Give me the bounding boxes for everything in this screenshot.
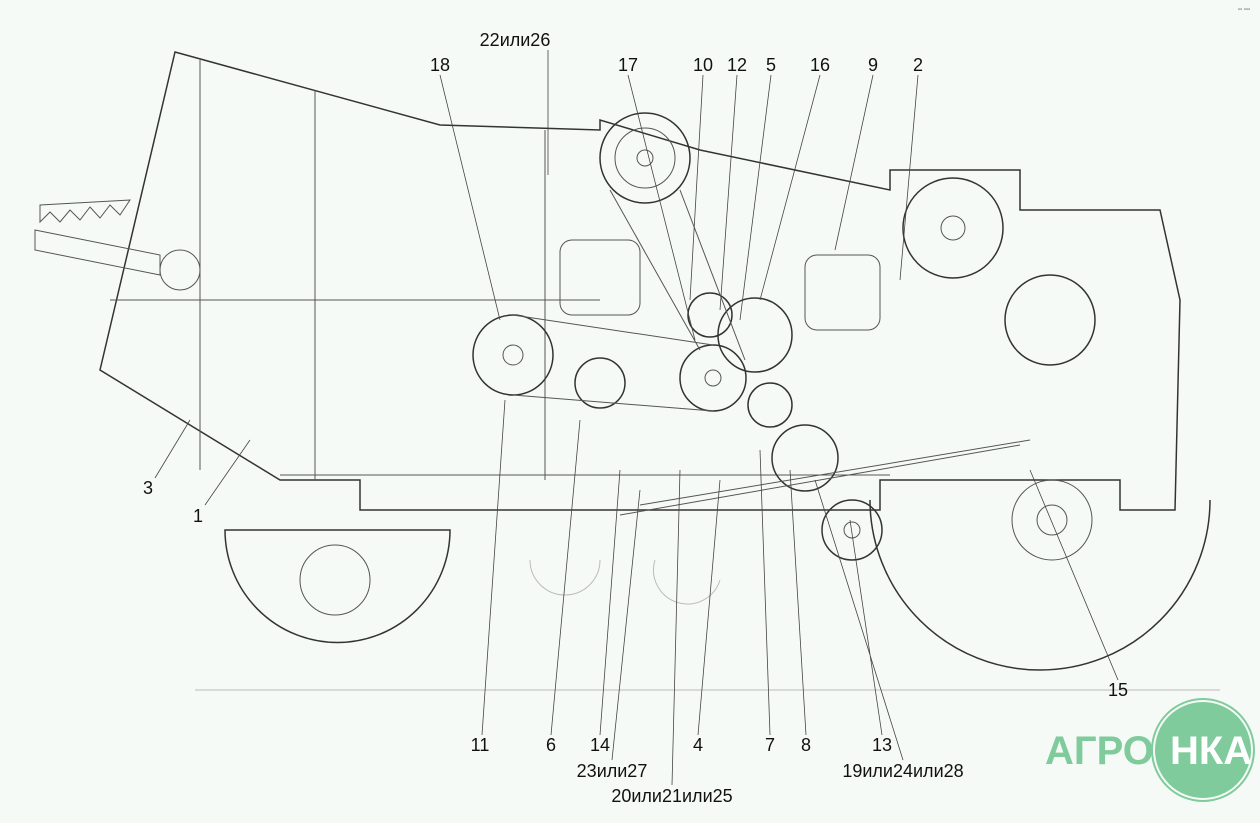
lower-rollers bbox=[529, 559, 721, 605]
pulley-5 bbox=[747, 382, 793, 428]
callout-22-or-26: 22или26 bbox=[479, 30, 551, 50]
callout-1: 1 bbox=[192, 506, 204, 526]
pickup-feeder bbox=[34, 199, 161, 276]
inspection-window bbox=[804, 254, 881, 331]
wheel-rear bbox=[869, 479, 1211, 671]
callout-7: 7 bbox=[764, 735, 776, 755]
callout-6: 6 bbox=[545, 735, 557, 755]
logo-text-left: АГРО bbox=[1045, 729, 1154, 773]
pulley-10 bbox=[687, 292, 733, 338]
inspection-window bbox=[559, 239, 641, 316]
callout-12: 12 bbox=[726, 55, 748, 75]
callout-11: 11 bbox=[470, 735, 490, 755]
callout-17: 17 bbox=[617, 55, 639, 75]
corner-mark: ▫▫ ▫▫▫ bbox=[1238, 7, 1251, 13]
pulley-6 bbox=[574, 357, 626, 409]
callout-4: 4 bbox=[692, 735, 704, 755]
callout-5: 5 bbox=[765, 55, 777, 75]
agronika-logo: АГРО НКА bbox=[1045, 700, 1255, 805]
callout-19-or-24-or-28: 19или24или28 bbox=[842, 761, 964, 781]
callout-10: 10 bbox=[692, 55, 714, 75]
bearing-3 bbox=[159, 249, 201, 291]
callout-16: 16 bbox=[809, 55, 831, 75]
callout-2: 2 bbox=[912, 55, 924, 75]
callout-3: 3 bbox=[142, 478, 154, 498]
callout-18: 18 bbox=[429, 55, 451, 75]
callout-23-or-27: 23или27 bbox=[576, 761, 648, 781]
leader-lines bbox=[154, 50, 1119, 786]
hub-right bbox=[1004, 274, 1096, 366]
tensioner-12 bbox=[717, 297, 793, 373]
pulley-17 bbox=[599, 112, 691, 204]
wheel-front bbox=[224, 529, 451, 644]
callout-20-or-21-or-25: 20или21или25 bbox=[611, 786, 733, 806]
drawbar bbox=[619, 439, 1031, 516]
callout-15: 15 bbox=[1107, 680, 1129, 700]
gearbox-2 bbox=[902, 177, 1004, 279]
pulley-13 bbox=[821, 499, 883, 561]
callout-8: 8 bbox=[800, 735, 812, 755]
pulley-18 bbox=[472, 314, 554, 396]
callout-9: 9 bbox=[867, 55, 879, 75]
callout-13: 13 bbox=[871, 735, 893, 755]
logo-text-right: НКА bbox=[1170, 729, 1253, 773]
pulley-center bbox=[679, 344, 747, 412]
logo-circle bbox=[1153, 700, 1253, 800]
callout-14: 14 bbox=[589, 735, 611, 755]
drive-belts bbox=[512, 189, 746, 412]
pulley-8 bbox=[771, 424, 839, 492]
